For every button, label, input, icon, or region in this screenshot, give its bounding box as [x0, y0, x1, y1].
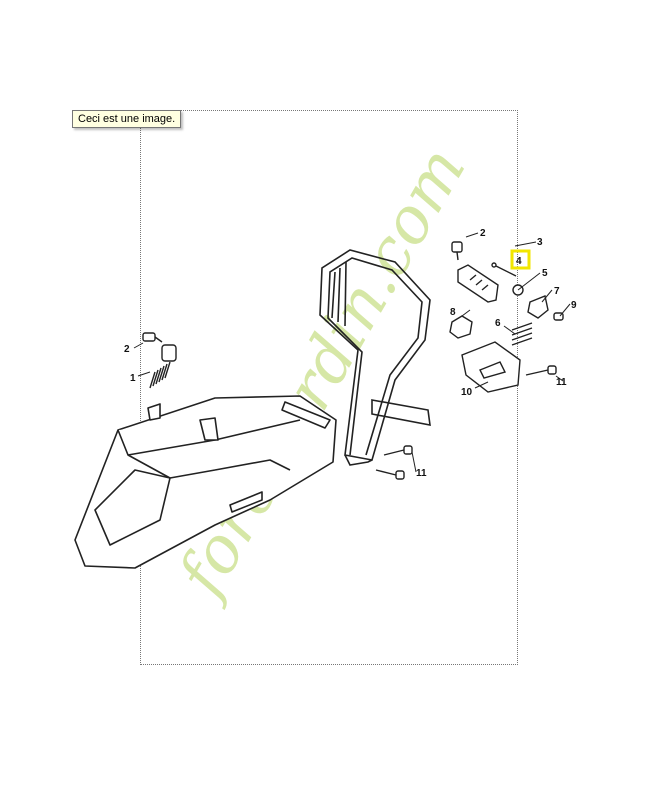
part-1-spring: [149, 344, 177, 389]
part-4-pin: [491, 262, 517, 277]
callout-6: 6: [495, 318, 501, 329]
callout-labels: 1 2 2 3 4 5 6 7 8 9 10 11 11: [124, 228, 577, 479]
part-2-screw-top: [451, 241, 463, 261]
callout-11-bottom: 11: [416, 468, 427, 479]
callout-5: 5: [542, 268, 548, 279]
callout-9: 9: [571, 300, 577, 311]
callout-3: 3: [537, 237, 543, 248]
diagram-frame: [140, 110, 518, 665]
callout-10: 10: [461, 387, 473, 398]
callout-1: 1: [130, 373, 136, 384]
part-7-clamp: [527, 295, 549, 319]
part-6-spring: [511, 322, 533, 346]
part-10-mount: [461, 341, 521, 393]
leader-lines: [133, 232, 571, 473]
part-3-bracket: [457, 264, 499, 303]
watermark-text: foretjardin.com: [163, 135, 481, 611]
callout-4: 4: [516, 256, 522, 267]
callout-11-right: 11: [556, 377, 567, 388]
callout-2-top: 2: [480, 228, 486, 239]
part-11-screws: [375, 365, 557, 480]
callout-8: 8: [450, 307, 456, 318]
part-2-screw-left: [142, 332, 163, 343]
callout-2-left: 2: [124, 344, 130, 355]
callout-7: 7: [554, 286, 560, 297]
part-8-damper: [449, 315, 473, 339]
front-handle: [319, 249, 431, 466]
highlight-box: [510, 249, 531, 270]
watermark: foretjardin.com: [163, 135, 481, 611]
chainsaw-housing: [74, 395, 337, 569]
image-tooltip: Ceci est une image.: [72, 110, 182, 128]
